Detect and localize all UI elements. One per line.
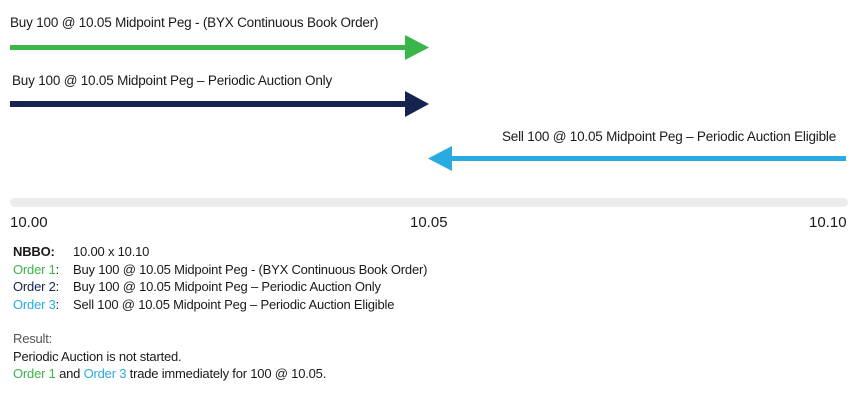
- price-diagram: [10, 35, 848, 207]
- order2-arrow-head: [405, 91, 429, 117]
- order2-arrow-shaft: [10, 101, 406, 107]
- tick-label-high: 10.10: [809, 214, 847, 231]
- result-rest: trade immediately for 100 @ 10.05.: [126, 366, 327, 381]
- order2-arrow-label: Buy 100 @ 10.05 Midpoint Peg – Periodic …: [12, 73, 333, 88]
- order2-sep: :: [55, 279, 60, 294]
- order3-arrow-shaft: [450, 156, 846, 161]
- order3-arrow: [428, 146, 846, 171]
- order1-sep: :: [55, 261, 60, 277]
- result-line-1: Periodic Auction is not started.: [13, 348, 182, 364]
- order1-key: Order 1: [13, 261, 56, 277]
- nbbo-value: 10.00 x 10.10: [73, 244, 150, 259]
- nbbo-row: NBBO: 10.00 x 10.10: [13, 243, 427, 261]
- tick-label-low: 10.00: [10, 214, 48, 231]
- order3-key: Order 3: [13, 296, 56, 312]
- order2-arrow: [10, 91, 429, 117]
- result-mid: and: [55, 366, 84, 381]
- order3-sep: :: [55, 296, 60, 312]
- order2-key: Order 2: [13, 279, 56, 294]
- order-legend: NBBO: 10.00 x 10.10 Order 1: Buy 100 @ 1…: [13, 243, 427, 313]
- order1-text: Buy 100 @ 10.05 Midpoint Peg - (BYX Cont…: [73, 261, 428, 277]
- order3-arrow-head: [428, 146, 452, 171]
- result-order-a: Order 1: [13, 366, 56, 381]
- order3-text: Sell 100 @ 10.05 Midpoint Peg – Periodic…: [73, 296, 395, 312]
- result-block: Result: Periodic Auction is not started.…: [13, 330, 326, 383]
- nbbo-key: NBBO:: [13, 244, 55, 259]
- result-order-b: Order 3: [83, 366, 127, 381]
- price-axis-bar: [10, 198, 848, 207]
- order3-arrow-label: Sell 100 @ 10.05 Midpoint Peg – Periodic…: [502, 129, 837, 144]
- order1-row: Order 1: Buy 100 @ 10.05 Midpoint Peg - …: [13, 261, 427, 279]
- order1-arrow-shaft: [10, 45, 406, 50]
- result-line-2: Order 1 and Order 3 trade immediately fo…: [13, 365, 326, 383]
- tick-label-mid: 10.05: [410, 214, 448, 231]
- order1-arrow-head: [405, 35, 429, 60]
- result-title: Result:: [13, 331, 53, 346]
- order3-row: Order 3: Sell 100 @ 10.05 Midpoint Peg –…: [13, 296, 427, 314]
- order2-text: Buy 100 @ 10.05 Midpoint Peg – Periodic …: [73, 279, 381, 294]
- order1-arrow-label: Buy 100 @ 10.05 Midpoint Peg - (BYX Cont…: [10, 15, 379, 30]
- order2-row: Order 2: Buy 100 @ 10.05 Midpoint Peg – …: [13, 278, 427, 296]
- order1-arrow: [10, 35, 429, 60]
